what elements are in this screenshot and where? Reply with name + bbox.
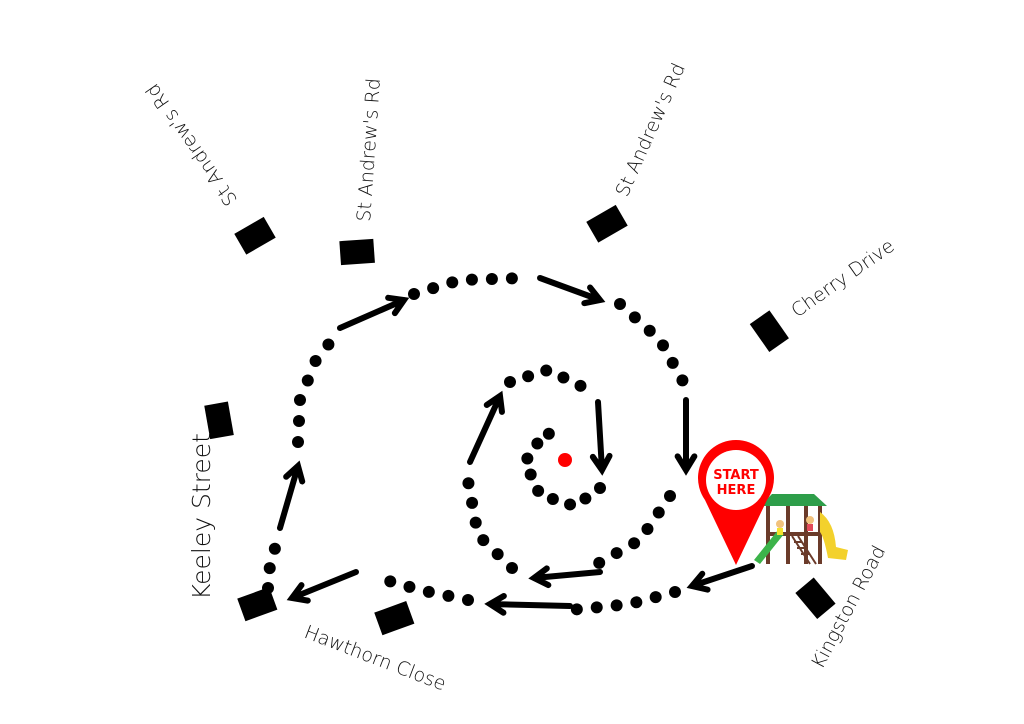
route-dot — [531, 437, 544, 450]
street-label-st-andrews-1: St Andrew's Rd — [142, 79, 242, 209]
route-dot — [652, 506, 665, 519]
route-dot — [466, 496, 479, 509]
route-dot — [462, 594, 474, 606]
route-dot — [532, 484, 545, 497]
street-label-hawthorn-close: Hawthorn Close — [301, 621, 449, 695]
route-dot — [442, 589, 455, 602]
route-dot — [669, 586, 681, 598]
route-dot — [408, 288, 420, 300]
route-dot — [664, 490, 676, 502]
route-dot — [263, 562, 276, 575]
route-dot — [522, 370, 535, 383]
route-dot — [630, 596, 643, 609]
street-label-cherry-drive: Cherry Drive — [787, 235, 898, 322]
route-arrow — [286, 569, 359, 604]
start-here-pin[interactable]: START HERE — [697, 440, 774, 565]
start-label: START — [713, 468, 759, 483]
route-dot — [309, 355, 322, 368]
route-dot — [469, 516, 482, 529]
route-dot — [465, 273, 478, 286]
route-dot — [590, 601, 603, 614]
route-arrow — [528, 565, 603, 589]
route-dot — [593, 556, 606, 569]
route-arrow — [589, 399, 613, 476]
route-dot — [403, 580, 416, 593]
playground-icon — [754, 494, 848, 565]
route-dot — [505, 272, 518, 285]
route-dot — [524, 468, 537, 481]
route-dot — [641, 523, 654, 536]
route-dot — [676, 374, 689, 387]
route-dot — [262, 582, 274, 594]
route-dot — [462, 477, 475, 490]
entrance-icon — [580, 194, 628, 243]
route-dot — [594, 482, 606, 494]
route-dot — [322, 338, 335, 351]
entrance-icon — [204, 399, 246, 440]
route-dot — [427, 282, 440, 295]
route-dot — [610, 599, 623, 612]
street-label-keeley-street: Keeley Street — [187, 433, 216, 600]
route-dot — [485, 273, 498, 286]
here-label: HERE — [717, 483, 756, 498]
route-arrow — [467, 390, 505, 465]
route-dot — [614, 298, 626, 310]
route-dot — [506, 562, 518, 574]
route-dot — [504, 376, 516, 388]
route-dot — [293, 394, 306, 407]
route-arrow — [277, 460, 306, 531]
entrance-icon — [374, 601, 419, 647]
route-dot — [491, 548, 504, 561]
route-dot — [570, 603, 583, 616]
route-arrow — [537, 275, 606, 307]
route-dot — [628, 537, 641, 550]
route-dot — [649, 591, 662, 604]
route-dot — [643, 324, 656, 337]
route-dot — [542, 427, 555, 440]
entrance-icon — [228, 206, 276, 255]
route-dot — [579, 492, 592, 505]
route-dot — [301, 374, 314, 387]
route-dot — [477, 534, 490, 547]
route-dot — [546, 493, 559, 506]
route-dot — [268, 542, 281, 555]
route-dot — [446, 276, 459, 289]
route-dot — [422, 585, 435, 598]
route-dot — [557, 371, 570, 384]
route-dot — [628, 311, 641, 324]
street-label-st-andrews-2: St Andrew's Rd — [353, 77, 385, 222]
entrance-icon — [338, 226, 375, 266]
route-dot — [540, 364, 553, 377]
entrance-icon — [237, 587, 282, 633]
walking-route — [262, 272, 755, 616]
route-dot — [666, 356, 679, 369]
route-dot — [610, 547, 623, 560]
route-dot — [292, 415, 305, 428]
street-label-st-andrews-3: St Andrew's Rd — [611, 60, 690, 200]
route-dot — [564, 498, 577, 511]
route-dot — [384, 575, 397, 588]
route-dot — [574, 379, 587, 392]
route-arrow — [484, 592, 573, 616]
route-dot — [521, 452, 534, 465]
route-arrow — [686, 563, 755, 593]
route-arrow — [674, 397, 698, 476]
end-point-dot — [558, 453, 572, 467]
route-dot — [292, 436, 304, 448]
route-dot — [657, 339, 670, 352]
route-arrow — [337, 294, 410, 331]
